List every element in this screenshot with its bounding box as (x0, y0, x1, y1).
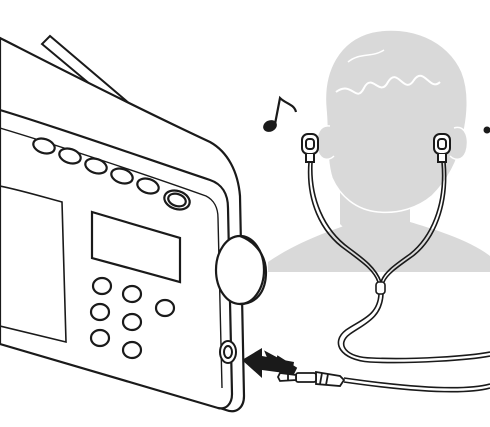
earphone-cable (307, 161, 490, 393)
headphone-jack-icon (219, 340, 237, 364)
music-note-icon (483, 126, 490, 134)
head-silhouette-icon (268, 29, 490, 272)
music-note-icon (263, 95, 298, 132)
headphone-plug-icon (276, 370, 346, 387)
arrow-icon (242, 348, 294, 378)
earphone-icon (301, 133, 319, 163)
radio-icon (0, 36, 268, 413)
